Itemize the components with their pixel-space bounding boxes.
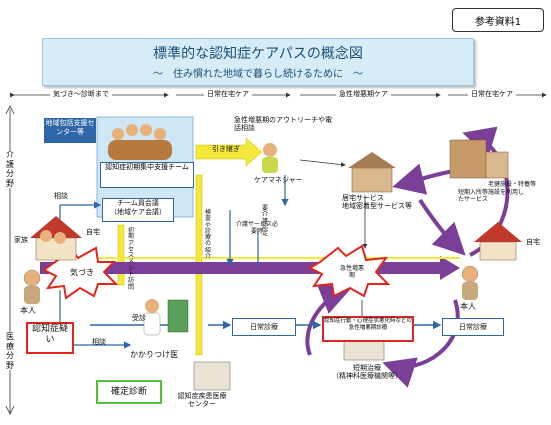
- soudan-bottom-label: 相談: [92, 338, 106, 346]
- person-left-label: 本人: [20, 306, 36, 315]
- kizuki-label: 気づき: [70, 268, 94, 277]
- label-medical-field: 医療分野: [5, 332, 15, 371]
- shoki-label: 初期アセスメント訪問: [128, 227, 135, 291]
- chiiki-kaigi-box: チーム員会議 （地域ケア会議）: [102, 198, 174, 222]
- bpsd-box: 認知症行動・心理症状悪化時などの急性増悪期診療: [322, 316, 414, 342]
- kaigo-service-label: 介護サービス必要時: [236, 221, 279, 235]
- title-box: 標準的な認知症ケアパスの概念図 ～ 住み慣れた地域で暮らし続けるために ～: [42, 38, 474, 86]
- nichijo1-box: 日常診療: [232, 318, 296, 336]
- rouken-label: 老健施設・特養等: [488, 181, 537, 188]
- outreach-label: 急性増悪期のアウトリーチや電話相談: [234, 116, 332, 133]
- reference-label: 参考資料1: [452, 8, 544, 32]
- hikitsugi-label: 引き継ぎ: [212, 145, 240, 153]
- kakaritsuke-label: かかりつけ医: [130, 350, 179, 359]
- tanki-label: 短期入所等施設を利用したサービス: [458, 189, 525, 203]
- tanki-chiryo-label: 短期治療 （精神科医療機関等）: [332, 364, 402, 381]
- jitaku2-label: 自宅: [526, 238, 540, 246]
- phase-4: 日常在宅ケア: [468, 89, 516, 99]
- kyusei-label: 急性増悪期: [340, 265, 365, 279]
- kakutei-box: 確定診断: [96, 380, 162, 404]
- page-title: 標準的な認知症ケアパスの概念図: [153, 46, 363, 62]
- team-box: 認知症初期集中支援チーム: [100, 162, 194, 188]
- person-right-label: 本人: [460, 302, 476, 311]
- shikkan-label: 認知症疾患医療センター: [177, 392, 227, 409]
- soudan-top-label: 相談: [54, 192, 68, 200]
- center-box: 地域包括支援センター等: [44, 118, 96, 143]
- jitaku-label: 自宅: [86, 228, 100, 236]
- youkaigo-label: 要介護認定: [262, 205, 269, 238]
- phase-3: 急性増悪期ケア: [336, 89, 391, 99]
- family-label: 家族: [14, 236, 28, 244]
- phase-2: 日常在宅ケア: [204, 89, 252, 99]
- nichijo2-box: 日常診療: [442, 318, 504, 336]
- page-subtitle: ～ 住み慣れた地域で暮らし続けるために ～: [153, 69, 363, 80]
- kensa-label: 検査や診療の紹介: [205, 209, 212, 261]
- utagai-box: 認知症疑い: [26, 322, 74, 354]
- kyotaku-label: 居宅サービス 地域密着型サービス等: [342, 194, 412, 211]
- jushin-label: 受診: [132, 314, 146, 322]
- label-care-field: 介護分野: [5, 150, 15, 189]
- care-manager-label: ケアマネジャー: [254, 176, 303, 184]
- phase-1: 気づき～診断まで: [50, 89, 112, 99]
